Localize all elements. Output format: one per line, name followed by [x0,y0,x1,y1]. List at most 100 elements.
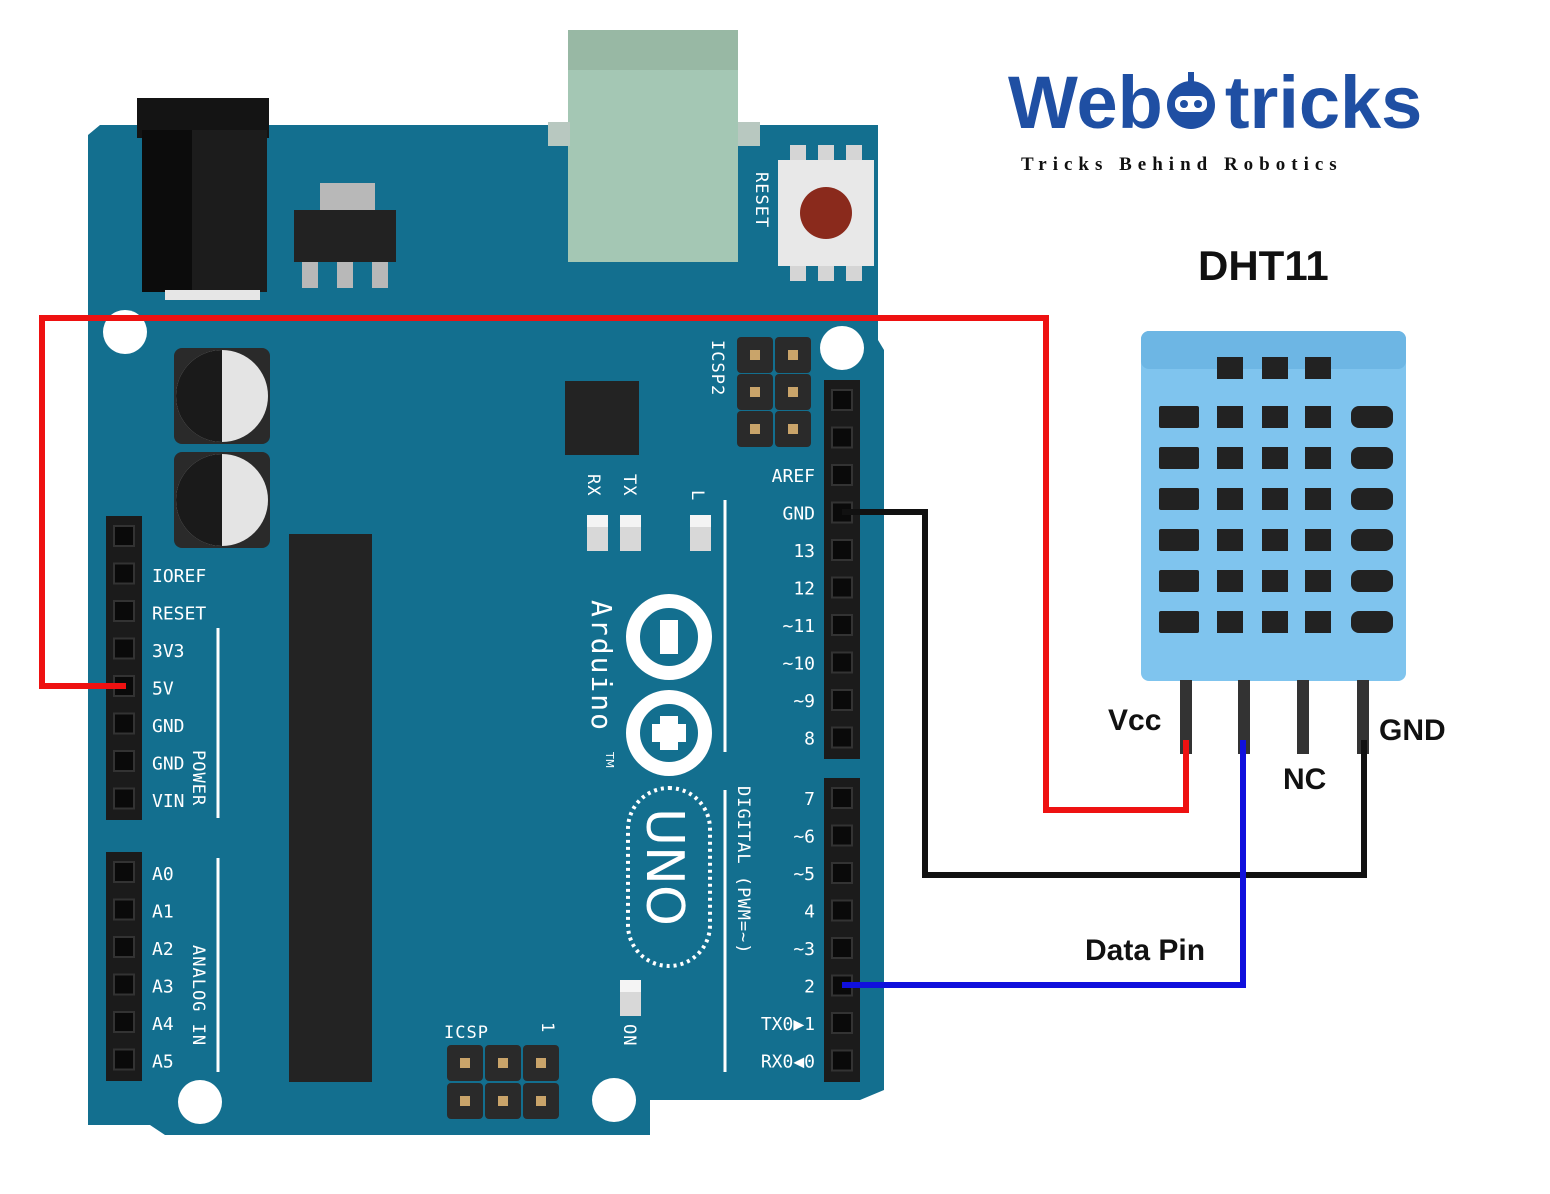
dht11-sensor [1141,331,1406,754]
header-pin [113,1048,135,1071]
digital-header-bottom [824,778,860,1082]
icsp-pin [460,1058,470,1068]
digital-pin-label: ~3 [793,939,815,960]
icsp2-header [737,337,811,447]
header-pin [113,898,135,921]
led-on [620,980,641,1016]
header-pin [113,1011,135,1033]
digital-pin-label: ~9 [793,691,815,712]
digital-pin-label: ~5 [793,864,815,885]
digital-pin-label: AREF [772,466,815,487]
digital-pin-label: 7 [804,789,815,810]
header-pin [831,726,853,749]
reset-label: RESET [751,172,771,228]
analog-pin-label: A5 [152,1052,174,1073]
icsp-pin [498,1096,508,1106]
digital-pin-label: 13 [793,541,815,562]
analog-group-label: ANALOG IN [188,945,208,1046]
header-pin [113,637,135,660]
icsp-pin1-label: 1 [537,1022,557,1033]
header-pin [831,389,853,411]
robot-head-icon [1167,72,1215,129]
icsp-pin [498,1058,508,1068]
header-pin [831,464,853,486]
arduino-brand: Arduino [585,600,618,732]
analog-pin-label: A3 [152,977,174,998]
power-pin-label: 5V [152,679,174,700]
usb-chip [565,381,639,455]
arduino-trademark: TM [603,751,616,768]
sensor-title: DHT11 [1198,242,1329,289]
voltage-regulator [294,183,396,288]
header-pin [831,899,853,922]
usb-connector [548,30,760,262]
led-on-label: ON [619,1024,639,1046]
mounting-hole [820,326,864,370]
analog-header [106,852,142,1081]
header-pin [113,712,135,735]
header-pin [831,614,853,636]
power-pin-label: IOREF [152,566,206,587]
vcc-wire [39,315,1189,813]
arduino-board [88,125,884,1135]
digital-pin-label: 4 [804,902,815,923]
digital-pin-label: ~10 [782,654,815,675]
power-pin-label: GND [152,754,185,775]
header-pin [831,651,853,674]
icsp-pin [788,350,798,360]
header-pin [831,689,853,711]
analog-pin-label: A0 [152,864,174,885]
arduino-infinity-logo [626,594,712,776]
led-rx-label: RX [583,474,603,496]
uno-badge: UNO [626,786,712,968]
data-wire [842,740,1246,988]
icsp-pin [788,424,798,434]
header-pin [831,576,853,599]
led-rx [587,515,608,551]
header-pin [113,861,135,883]
icsp-pin [788,387,798,397]
icsp-pin [750,350,760,360]
power-pin-label: GND [152,716,185,737]
power-pin-label: 3V3 [152,641,185,662]
logo-tagline: Tricks Behind Robotics [1021,154,1343,175]
data-pin-label: Data Pin [1085,934,1205,967]
mounting-hole [178,1080,222,1124]
digital-pin-label: ~11 [782,616,815,637]
icsp-pin [536,1058,546,1068]
header-pin [831,1012,853,1034]
digital-pin-label: ~6 [793,827,815,848]
analog-pin-label: A4 [152,1014,174,1035]
uno-label: UNO [634,808,694,926]
digital-pin-label: RX0◀0 [761,1052,815,1073]
atmega-chip [289,534,372,1082]
digital-pin-label: 8 [804,729,815,750]
analog-pin-label: A2 [152,939,174,960]
icsp-pin [750,424,760,434]
icsp-pin [460,1096,470,1106]
led-l [690,515,711,551]
led-tx [620,515,641,551]
digital-pin-label: 12 [793,579,815,600]
gnd-wire [842,509,1367,878]
header-pin [831,539,853,561]
header-pin [113,973,135,996]
digital-pin-label: 2 [804,977,815,998]
header-pin [831,787,853,809]
header-pin [113,600,135,622]
header-pin [831,426,853,449]
icsp2-label: ICSP2 [707,340,727,396]
icsp-label: ICSP [444,1023,489,1043]
icsp-pin [536,1096,546,1106]
gnd-pin-label: GND [1379,714,1446,747]
power-pin-label: VIN [152,791,185,812]
digital-pin-label: TX0▶1 [761,1014,815,1035]
icsp-header [447,1045,559,1119]
capacitor [174,452,270,548]
analog-pin-label: A1 [152,902,174,923]
reset-button[interactable] [778,145,874,281]
digital-group-label: DIGITAL (PWM=~) [733,786,753,955]
